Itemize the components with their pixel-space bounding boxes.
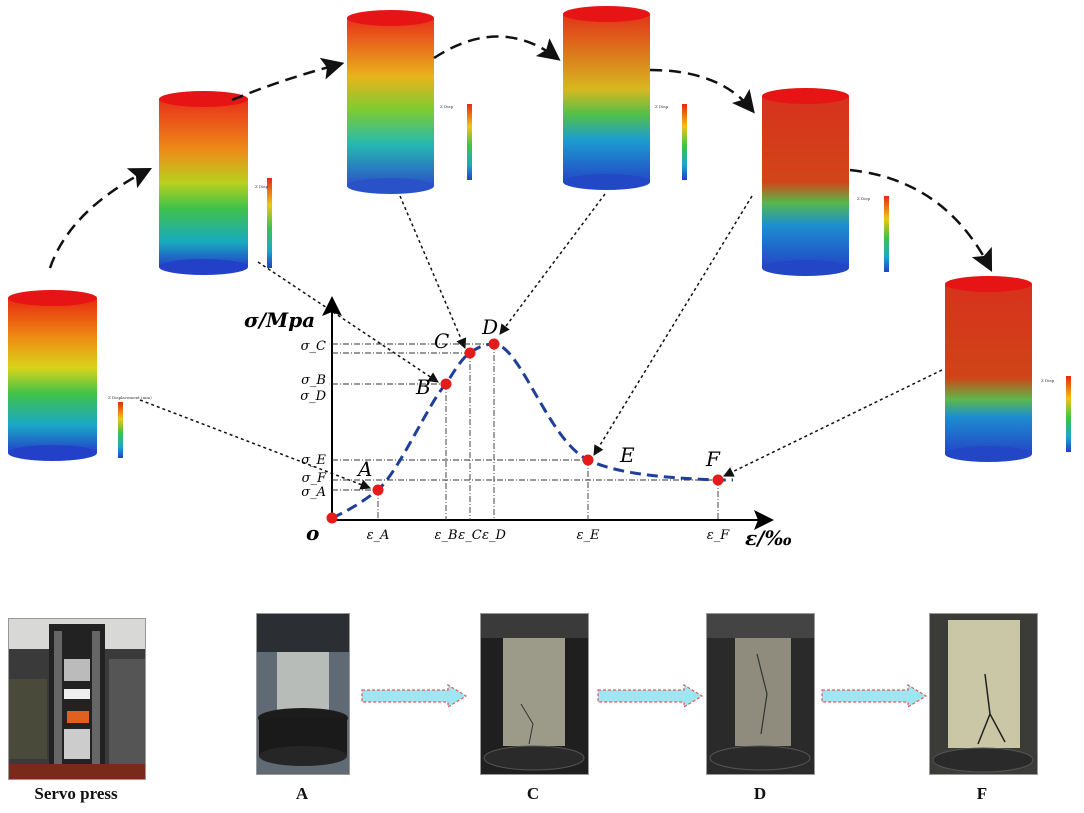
eps-tick-d: ε_D [482, 528, 506, 543]
eps-tick-a: ε_A [367, 528, 390, 543]
specimen-photo-a [256, 613, 350, 775]
eps-tick-f: ε_F [707, 528, 730, 543]
point-d [488, 338, 500, 350]
eps-tick-b: ε_B [434, 528, 457, 543]
point-origin [326, 512, 338, 524]
legend-title: Z Disp [255, 184, 269, 189]
point-c [464, 347, 476, 359]
caption-d: D [753, 784, 767, 803]
y-axis-label: σ/Mpa [244, 308, 315, 332]
eps-tick-e: ε_E [577, 528, 600, 543]
legend-title: Z Disp [857, 196, 871, 201]
specimen-photo-c [480, 613, 589, 775]
point-label-f: F [705, 447, 721, 471]
sigma-tick-b: σ_B [301, 373, 326, 388]
legend-title: Z Disp [1041, 378, 1055, 383]
point-a [372, 484, 384, 496]
eps-tick-c: ε_C [458, 528, 481, 543]
legend-title: Z Disp [655, 104, 669, 109]
sigma-tick-f: σ_F [302, 471, 327, 486]
legend-title: Z Disp [440, 104, 454, 109]
point-label-b: B [415, 375, 431, 399]
cylinder-stage-b: Z Disp [347, 10, 472, 194]
point-f [712, 474, 724, 486]
sigma-tick-c: σ_C [301, 339, 326, 354]
reference-lines [332, 343, 719, 520]
point-label-c: C [434, 329, 449, 353]
caption-a: A [295, 784, 309, 803]
origin-label: o [306, 521, 319, 545]
cylinder-stage-c: Z Disp [563, 6, 687, 190]
progress-arrow-2 [597, 683, 704, 709]
cylinder-stage-d: Z Disp [762, 88, 889, 276]
x-axis-label: ε/‰ [745, 526, 792, 550]
stress-strain-curve [331, 342, 733, 520]
cylinder-stage-f: Z Disp [945, 276, 1071, 462]
sigma-tick-d: σ_D [300, 389, 326, 404]
cylinder-stage-a: Z Disp [159, 91, 272, 275]
chart-axes [322, 296, 774, 530]
sigma-tick-a: σ_A [301, 485, 326, 500]
caption-f: F [976, 784, 988, 803]
tick-labels: ε_A σ_A ε_B σ_B ε_C σ_C ε_D σ_D ε_E σ_E ε_F σ_F [300, 339, 730, 543]
point-e [582, 454, 594, 466]
point-label-a: A [356, 457, 372, 481]
point-label-d: D [481, 315, 498, 339]
servo-press-photo [8, 618, 146, 780]
legend-title: Z Displacement (mm) [108, 395, 152, 400]
caption-servo-press: Servo press [34, 784, 118, 803]
specimen-photo-f [929, 613, 1038, 775]
sigma-tick-e: σ_E [301, 453, 326, 468]
caption-c: C [526, 784, 540, 803]
curve-points: A BC D E F [326, 315, 724, 524]
point-b [440, 378, 452, 390]
progress-arrow-1 [361, 683, 468, 709]
progression-arrows [48, 35, 993, 273]
point-label-e: E [619, 443, 635, 467]
progress-arrow-3 [821, 683, 928, 709]
specimen-photo-d [706, 613, 815, 775]
cylinder-stage-initial: Z Displacement (mm) [8, 290, 152, 461]
